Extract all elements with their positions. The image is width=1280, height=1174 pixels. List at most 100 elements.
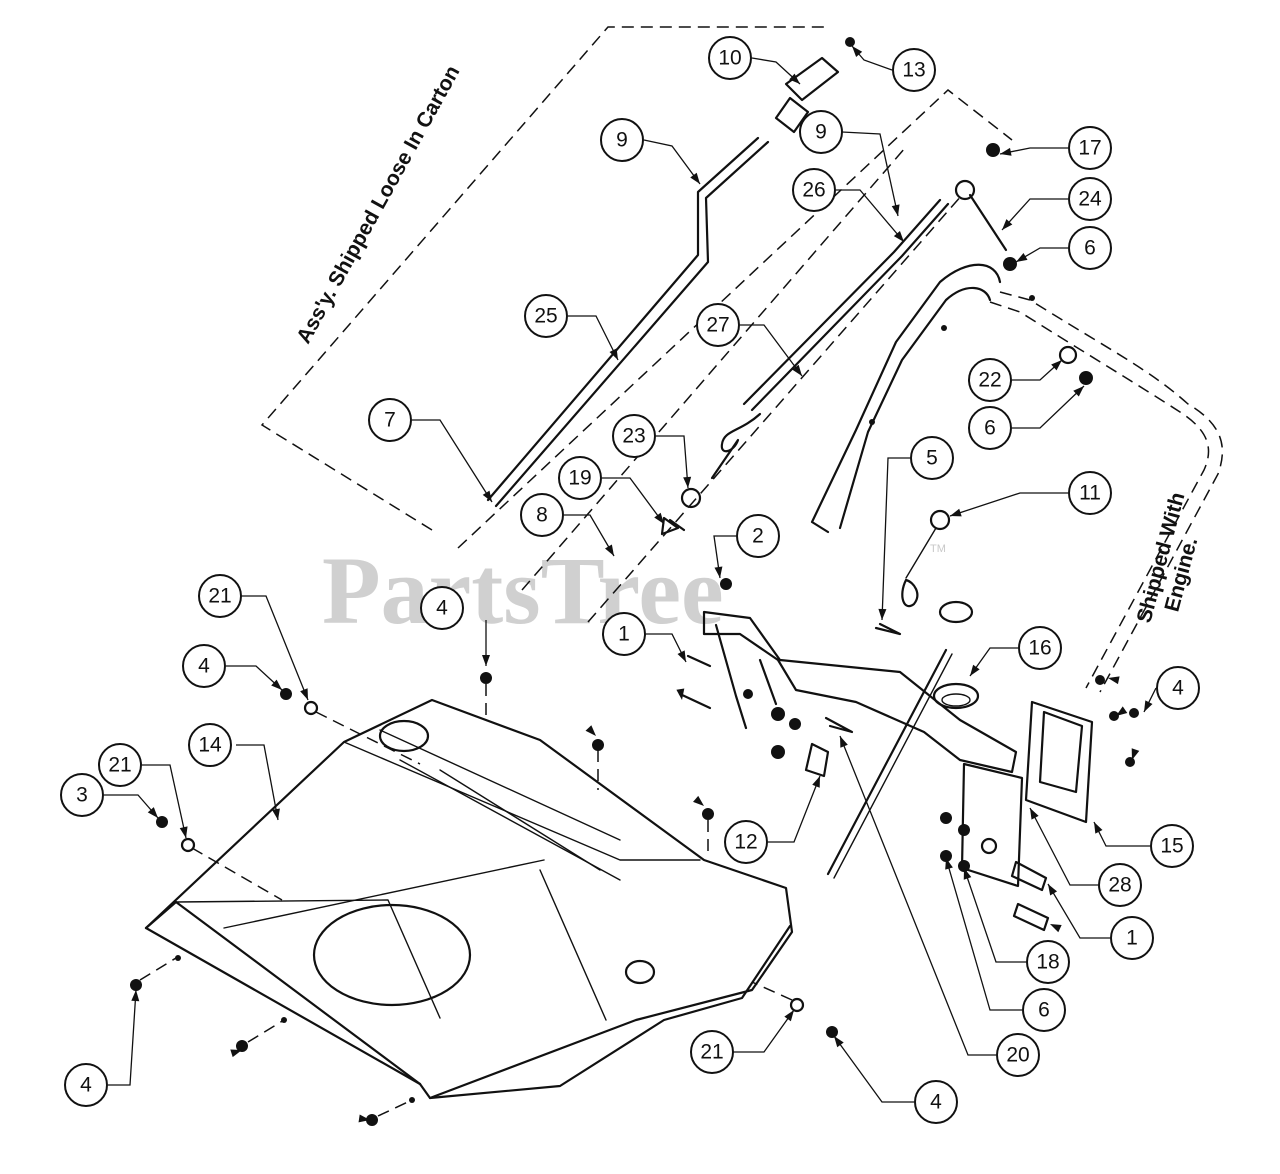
leader-arrowhead <box>271 679 282 690</box>
leader-arrowhead <box>1002 219 1013 230</box>
leader-arrowhead <box>789 73 800 84</box>
svg-text:9: 9 <box>616 129 628 152</box>
callout-19: 19 <box>558 456 602 500</box>
leader-arrowhead <box>950 508 962 517</box>
callout-25: 25 <box>524 294 568 338</box>
leader-arrowhead <box>609 348 618 360</box>
callout-21-top: 21 <box>198 574 242 618</box>
svg-text:1: 1 <box>618 623 630 646</box>
svg-text:6: 6 <box>1084 237 1096 260</box>
callout-1-bracket: 1 <box>602 612 646 656</box>
leader-arrowhead <box>482 655 490 666</box>
leader-arrowhead <box>1144 700 1153 712</box>
watermark: PartsTree TM <box>322 537 946 644</box>
leader-arrowhead <box>676 688 685 700</box>
leader-lines <box>104 45 1157 1123</box>
leader-arrowhead <box>654 512 664 524</box>
svg-text:28: 28 <box>1108 874 1131 897</box>
callout-2: 2 <box>736 514 780 558</box>
svg-text:10: 10 <box>718 47 741 70</box>
callout-4-top: 4 <box>420 586 464 630</box>
leader-arrowhead <box>834 1036 844 1048</box>
leader-arrowhead <box>963 868 972 880</box>
svg-text:4: 4 <box>930 1091 942 1114</box>
callout-24: 24 <box>1068 177 1112 221</box>
leader-arrowhead <box>891 204 900 216</box>
svg-text:5: 5 <box>926 447 938 470</box>
svg-text:26: 26 <box>802 179 825 202</box>
leader-arrowhead <box>840 736 848 748</box>
leader-arrowhead <box>1051 360 1062 371</box>
svg-text:25: 25 <box>534 305 557 328</box>
carton-boundary <box>260 26 1013 623</box>
callout-4-left: 4 <box>182 644 226 688</box>
leader-arrowhead <box>690 172 700 184</box>
svg-text:18: 18 <box>1036 951 1059 974</box>
leader-arrowhead <box>300 688 308 700</box>
leader-arrowhead <box>1073 386 1084 397</box>
svg-text:23: 23 <box>622 425 645 448</box>
handle-assembly <box>486 37 1224 693</box>
leader-arrowhead <box>482 490 492 502</box>
callout-13: 13 <box>892 48 936 92</box>
mount-bracket <box>678 578 1139 932</box>
svg-text:27: 27 <box>706 314 729 337</box>
lower-housing <box>144 698 794 1103</box>
svg-text:21: 21 <box>108 754 131 777</box>
leader-arrowhead <box>1000 147 1012 156</box>
callout-17: 17 <box>1068 126 1112 170</box>
callout-11: 11 <box>1068 471 1112 515</box>
svg-text:4: 4 <box>436 597 448 620</box>
svg-text:19: 19 <box>568 467 591 490</box>
svg-text:2: 2 <box>752 525 764 548</box>
callout-21-bottom: 21 <box>690 1030 734 1074</box>
leader-arrowhead <box>604 544 614 556</box>
leader-arrowhead <box>878 608 887 620</box>
leader-arrowhead <box>970 664 980 676</box>
svg-text:21: 21 <box>208 585 231 608</box>
callout-16: 16 <box>1018 626 1062 670</box>
leader-arrowhead <box>272 808 280 820</box>
svg-text:21: 21 <box>700 1041 723 1064</box>
leader-arrowhead <box>1048 884 1058 896</box>
leader-arrowhead <box>147 807 158 818</box>
leader-arrowhead <box>131 990 140 1002</box>
callout-20: 20 <box>996 1033 1040 1077</box>
callout-6-plate: 6 <box>1022 988 1066 1032</box>
callout-26: 26 <box>792 168 836 212</box>
callout-4-bottom-right: 4 <box>914 1080 958 1124</box>
svg-text:6: 6 <box>984 417 996 440</box>
leader-arrowhead <box>1030 808 1039 820</box>
carton-note: Ass'y. Shipped Loose In Carton <box>292 62 464 348</box>
leader-arrowhead <box>677 650 686 662</box>
leader-arrowhead <box>693 795 704 806</box>
leader-arrowhead <box>358 1114 370 1123</box>
callout-6-handle: 6 <box>968 406 1012 450</box>
svg-text:14: 14 <box>198 734 222 757</box>
svg-text:8: 8 <box>536 504 548 527</box>
leader-arrowhead <box>683 476 692 488</box>
callout-21-left: 21 <box>98 743 142 787</box>
svg-text:20: 20 <box>1006 1044 1029 1067</box>
callout-10: 10 <box>708 36 752 80</box>
svg-text:6: 6 <box>1038 999 1050 1022</box>
callout-3: 3 <box>60 773 104 817</box>
callout-14: 14 <box>188 723 232 767</box>
callout-23: 23 <box>612 414 656 458</box>
svg-text:15: 15 <box>1160 835 1183 858</box>
leader-arrowhead <box>1131 748 1140 760</box>
svg-text:4: 4 <box>80 1074 92 1097</box>
svg-text:11: 11 <box>1079 482 1101 505</box>
callout-28: 28 <box>1098 863 1142 907</box>
svg-text:24: 24 <box>1078 188 1102 211</box>
svg-text:16: 16 <box>1028 637 1051 660</box>
leader-arrowhead <box>1108 676 1120 685</box>
watermark-trademark: TM <box>930 543 946 555</box>
svg-text:9: 9 <box>815 121 827 144</box>
leader-arrowhead <box>585 725 596 736</box>
watermark-text: PartsTree <box>322 537 724 644</box>
leader-arrowhead <box>784 1010 794 1022</box>
callout-27: 27 <box>696 303 740 347</box>
callout-1-plate: 1 <box>1110 916 1154 960</box>
